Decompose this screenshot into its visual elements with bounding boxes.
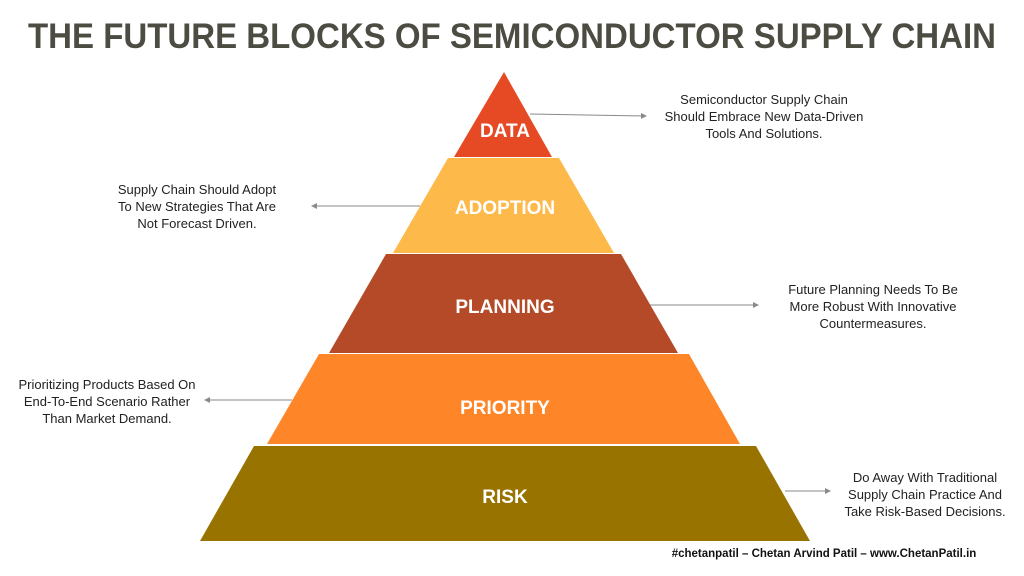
description-line: Supply Chain Should Adopt xyxy=(118,182,277,197)
layer-label-priority: PRIORITY xyxy=(460,398,550,419)
arrow-data xyxy=(529,112,647,119)
description-data: Semiconductor Supply Chain Should Embrac… xyxy=(665,92,864,141)
layer-planning xyxy=(329,254,678,353)
layer-adoption xyxy=(393,158,614,253)
description-line: Tools And Solutions. xyxy=(705,126,822,141)
description-planning: Future Planning Needs To Be More Robust … xyxy=(788,282,958,331)
description-line: Not Forecast Driven. xyxy=(137,216,256,231)
layer-priority xyxy=(267,354,740,444)
description-line: Countermeasures. xyxy=(820,316,927,331)
description-line: Semiconductor Supply Chain xyxy=(680,92,848,107)
description-line: Should Embrace New Data-Driven xyxy=(665,109,864,124)
layer-risk xyxy=(200,446,810,541)
layer-label-data: DATA xyxy=(480,121,530,142)
layer-label-planning: PLANNING xyxy=(455,297,554,318)
description-line: Prioritizing Products Based On xyxy=(18,377,195,392)
description-line: Supply Chain Practice And xyxy=(848,487,1002,502)
description-line: More Robust With Innovative xyxy=(790,299,957,314)
layer-label-risk: RISK xyxy=(482,487,528,508)
description-line: Do Away With Traditional xyxy=(853,470,997,485)
layer-data xyxy=(454,72,552,157)
description-line: Than Market Demand. xyxy=(42,411,171,426)
description-adoption: Supply Chain Should Adopt To New Strateg… xyxy=(118,182,277,231)
description-line: Future Planning Needs To Be xyxy=(788,282,958,297)
layer-label-adoption: ADOPTION xyxy=(455,198,555,219)
description-line: Take Risk-Based Decisions. xyxy=(844,504,1005,519)
description-line: To New Strategies That Are xyxy=(118,199,276,214)
footer-credit: #chetanpatil – Chetan Arvind Patil – www… xyxy=(672,548,977,560)
description-priority: Prioritizing Products Based On End-To-En… xyxy=(18,377,195,426)
page-title: THE FUTURE BLOCKS OF SEMICONDUCTOR SUPPL… xyxy=(28,17,996,56)
description-risk: Do Away With Traditional Supply Chain Pr… xyxy=(844,470,1005,519)
description-line: End-To-End Scenario Rather xyxy=(24,394,191,409)
